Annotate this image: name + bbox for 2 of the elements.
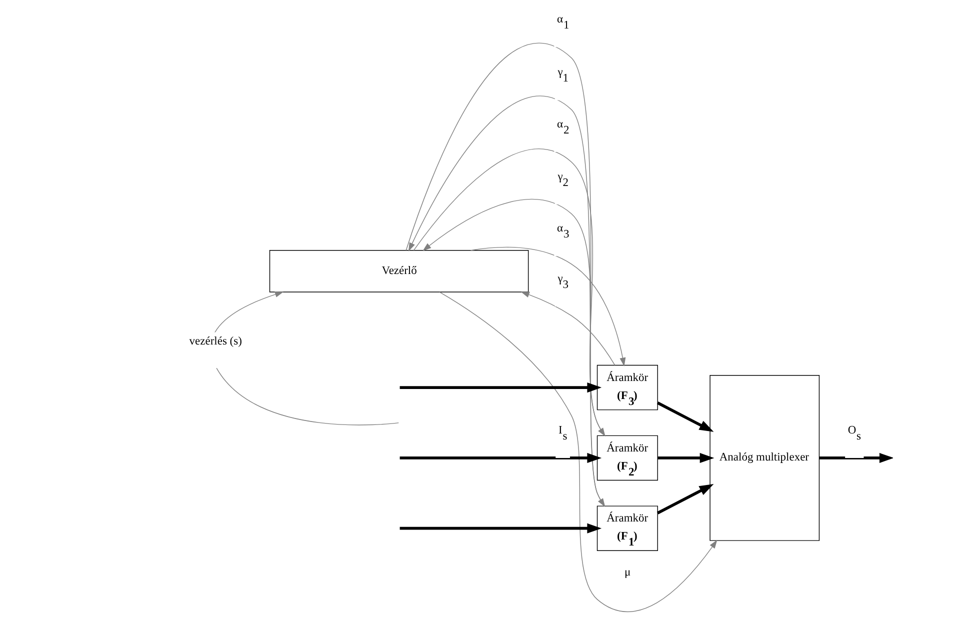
edge-label: μ <box>624 566 630 579</box>
edge-label: vezérlés (s) <box>188 335 242 348</box>
